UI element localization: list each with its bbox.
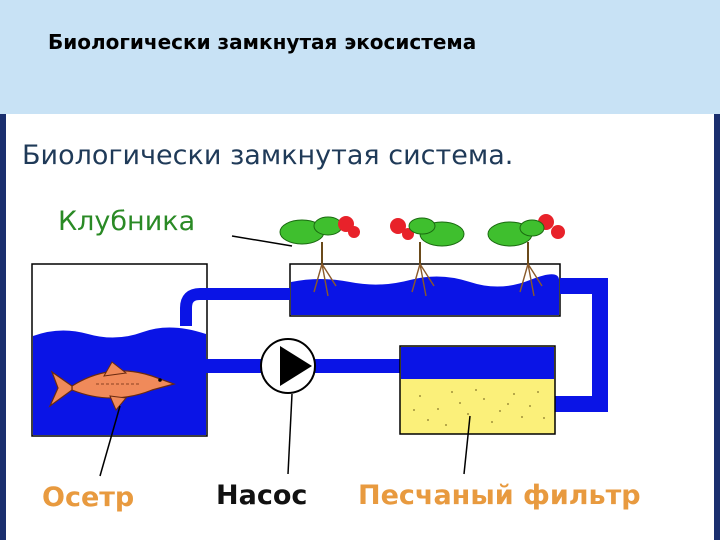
pipe-filter-to-bed xyxy=(555,278,608,412)
pointer-filter xyxy=(463,415,471,475)
diagram-frame: Биологически замкнутая система. Клубника xyxy=(0,114,720,540)
pointer-strawberry xyxy=(231,235,293,247)
right-border xyxy=(714,114,720,540)
left-border xyxy=(0,114,6,540)
label-fish: Осетр xyxy=(42,482,134,513)
slide-title: Биологически замкнутая экосистема xyxy=(48,30,477,54)
pump-icon xyxy=(260,338,316,394)
ecosystem-diagram: Биологически замкнутая система. Клубника xyxy=(0,114,720,540)
strawberry-plant-icon xyxy=(279,214,565,297)
label-filter: Песчаный фильтр xyxy=(358,480,641,511)
pointer-pump xyxy=(287,393,293,475)
sand-filter-icon xyxy=(399,345,556,435)
label-strawberry: Клубника xyxy=(58,206,195,237)
pointer-fish xyxy=(99,405,121,477)
diagram-heading: Биологически замкнутая система. xyxy=(22,140,513,171)
label-pump: Насос xyxy=(216,480,307,511)
pipe-bed-to-tank xyxy=(180,288,290,326)
fish-icon xyxy=(48,361,176,411)
